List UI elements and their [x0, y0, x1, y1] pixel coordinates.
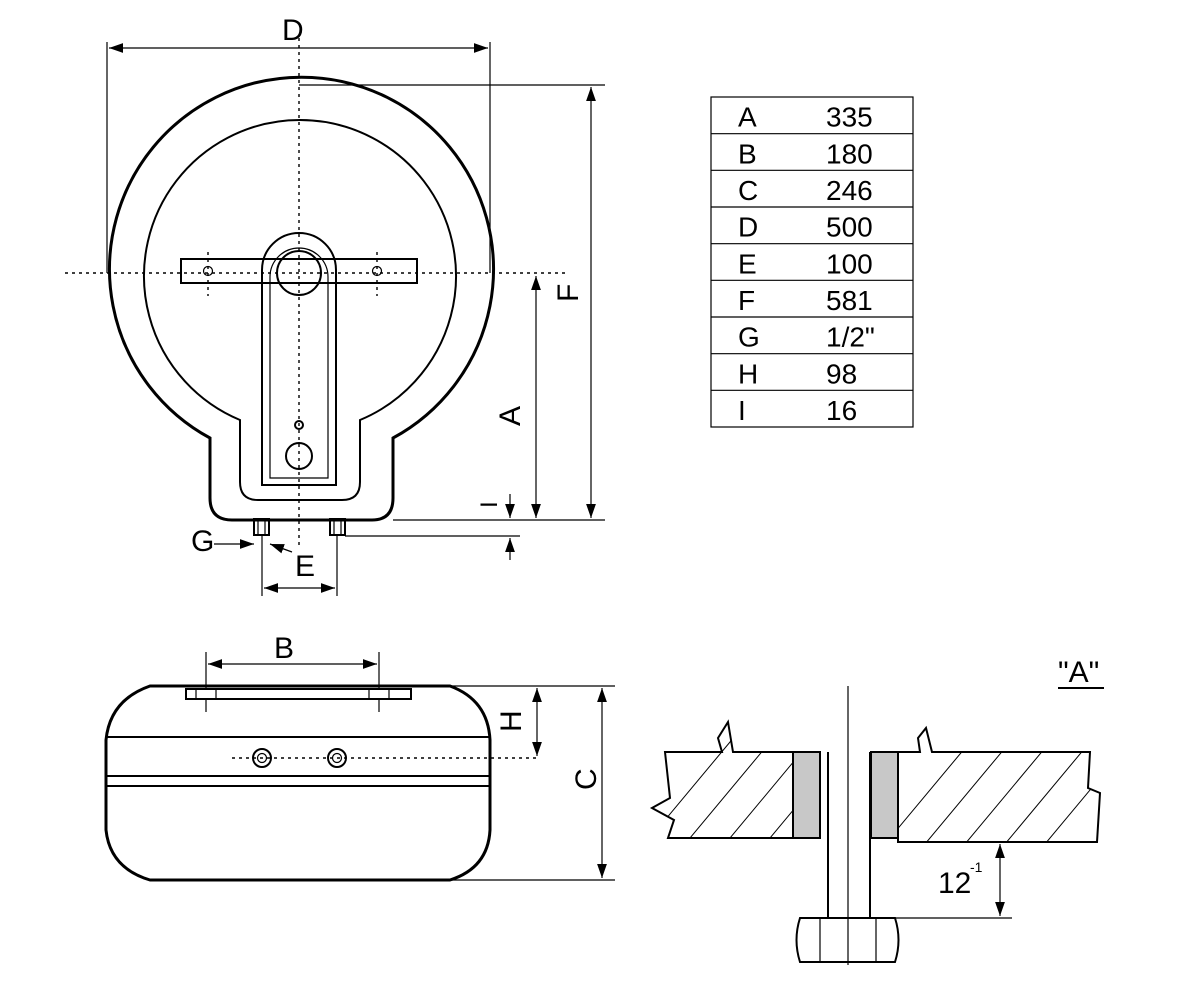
table-value: 246: [826, 175, 873, 206]
label-c: C: [570, 768, 603, 790]
table-value: 16: [826, 395, 857, 426]
table-key: F: [738, 285, 755, 316]
seal-left: [792, 751, 821, 839]
dimension-a: A: [494, 276, 541, 518]
table-value: 98: [826, 358, 857, 389]
table-key: B: [738, 138, 757, 169]
detail-a-view: "A" 12: [649, 656, 1104, 965]
label-b: B: [274, 632, 294, 665]
mount-bracket-inner: [269, 247, 329, 479]
indicator-hole: [294, 420, 304, 430]
dimension-c: C: [450, 688, 615, 881]
front-view: [65, 38, 565, 545]
table-key: D: [738, 212, 758, 243]
label-i: I: [476, 501, 503, 508]
tank-inner-outline: [143, 119, 457, 501]
dimension-g: G: [191, 525, 293, 558]
table-value: 180: [826, 138, 873, 169]
table-key: I: [738, 395, 746, 426]
label-a: A: [494, 406, 527, 426]
gap-value: 12: [938, 867, 971, 900]
table-value: 100: [826, 248, 873, 279]
pipe-port-right: [327, 748, 347, 768]
tank-outline: [108, 75, 495, 522]
label-g: G: [191, 525, 214, 558]
table-key: A: [738, 102, 757, 133]
table-key: G: [738, 322, 760, 353]
dimension-d: D: [106, 14, 491, 273]
mount-bracket: [261, 232, 337, 486]
table-value: 335: [826, 102, 873, 133]
table-key: H: [738, 358, 758, 389]
detail-title: "A": [1058, 656, 1099, 689]
thermostat-port: [285, 442, 313, 470]
label-f: F: [552, 284, 585, 302]
dimension-f: F: [299, 84, 605, 521]
bottom-rail: [185, 688, 412, 700]
gap-exponent: -1: [970, 859, 983, 875]
pipe-port-left: [252, 748, 272, 768]
bottom-view: [104, 684, 540, 882]
table-value: 581: [826, 285, 873, 316]
wall-plate-left: [649, 719, 794, 839]
table-key: C: [738, 175, 758, 206]
dimension-i: I: [345, 494, 520, 560]
label-e: E: [295, 550, 315, 583]
wall-plate-right: [897, 725, 1102, 843]
dimension-e: E: [261, 535, 338, 596]
table-key: E: [738, 248, 757, 279]
label-d: D: [282, 14, 304, 47]
label-h: H: [495, 710, 528, 732]
seal-right: [870, 751, 899, 839]
bolt-head: [795, 917, 900, 963]
table-value: 1/2": [826, 322, 875, 353]
tank-body-bottom: [104, 684, 492, 882]
dimension-h: H: [450, 685, 615, 756]
table-value: 500: [826, 212, 873, 243]
dimension-b: B: [205, 632, 380, 689]
